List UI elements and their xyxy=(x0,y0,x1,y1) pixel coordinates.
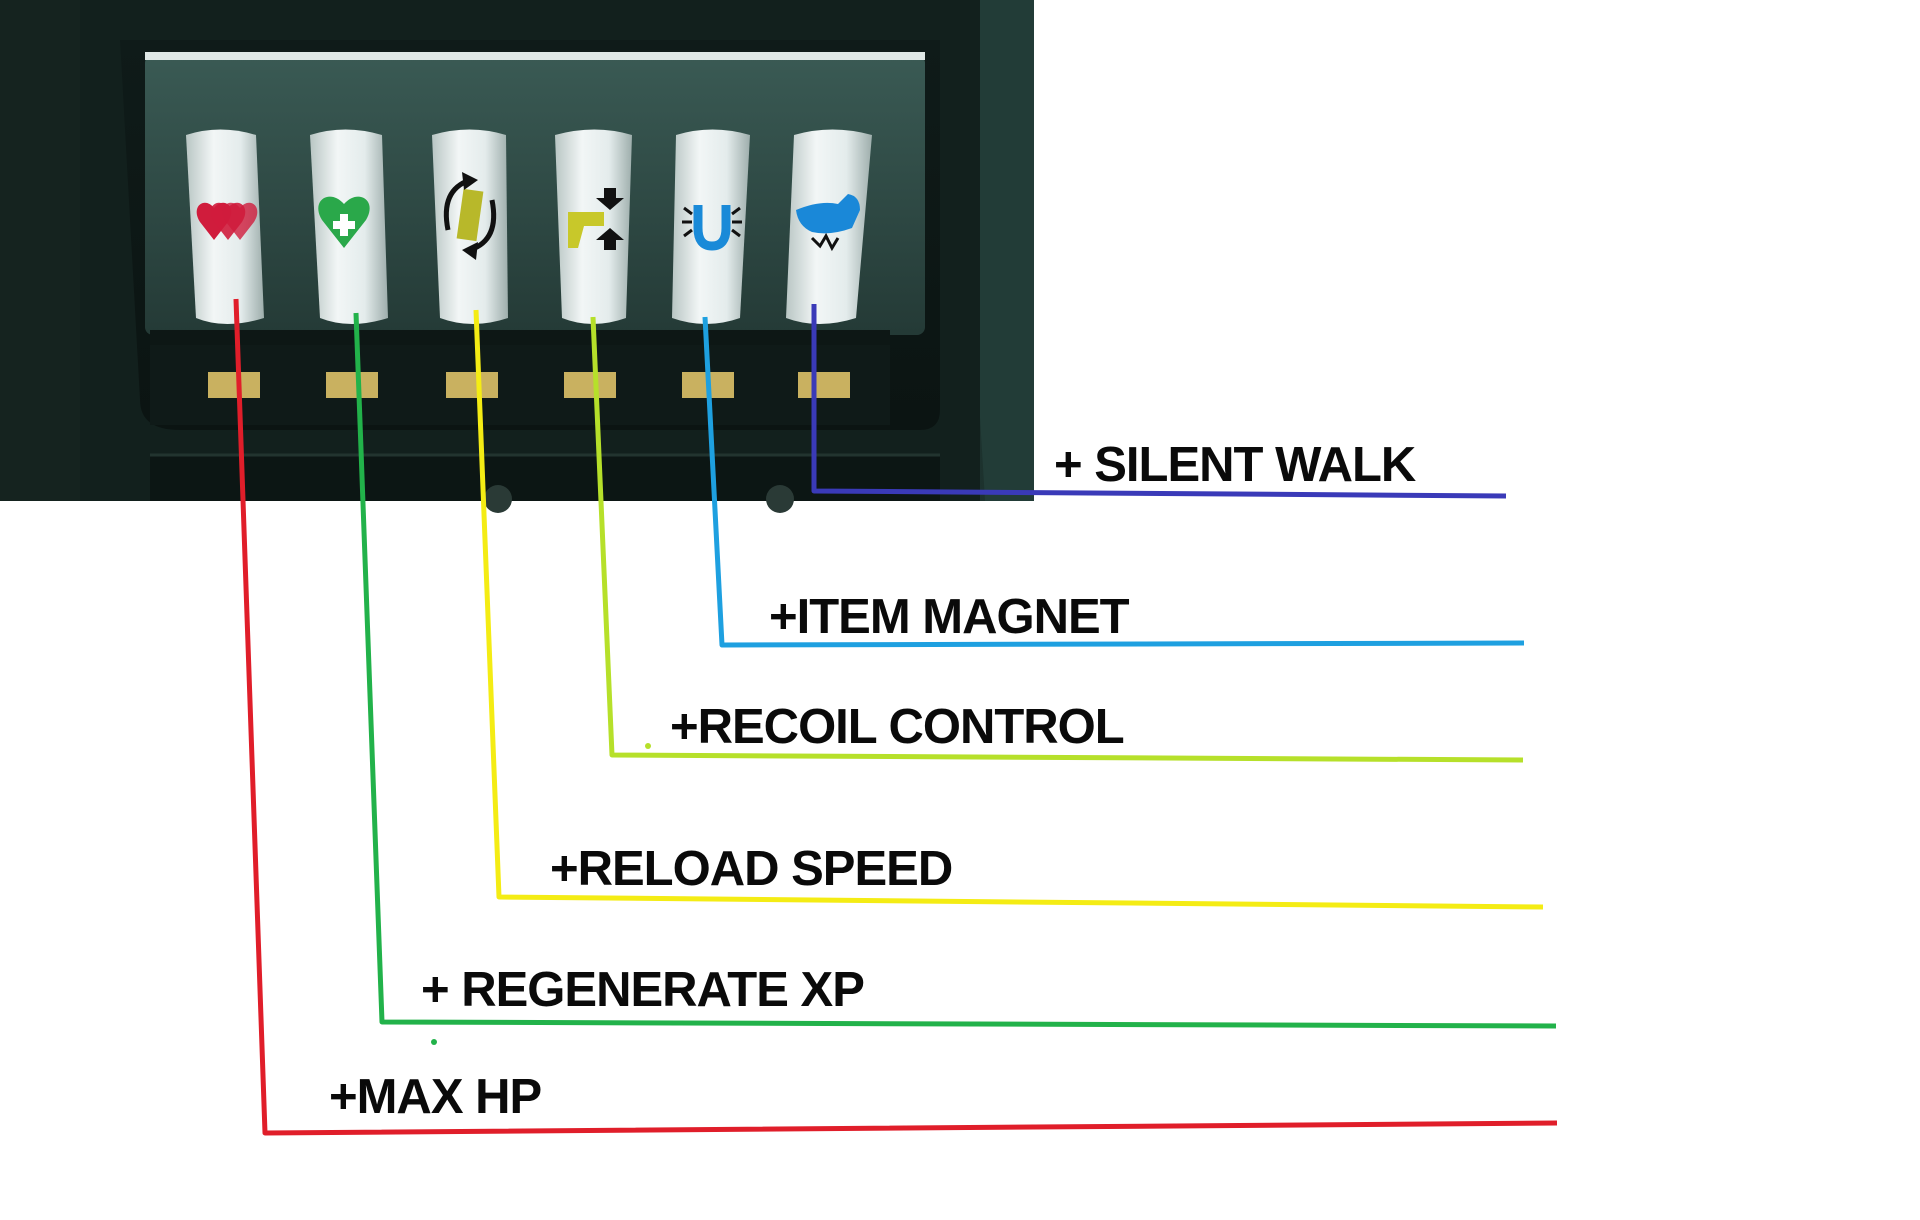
game-screenshot xyxy=(0,0,1034,513)
callout-line-item-magnet xyxy=(702,316,1525,648)
label-silent-walk: + SILENT WALK xyxy=(1054,438,1416,492)
callout-line-regenerate-xp xyxy=(353,312,1557,1029)
can-silent-walk[interactable] xyxy=(786,129,872,325)
callout-line-max-hp xyxy=(233,298,1558,1136)
price-tag xyxy=(798,372,850,398)
label-recoil-control: +RECOIL CONTROL xyxy=(670,700,1124,754)
callout-line-silent-walk xyxy=(811,304,1507,499)
heart-plus-icon xyxy=(318,196,370,248)
label-regenerate-xp: + REGENERATE XP xyxy=(421,963,864,1017)
can-regenerate-xp[interactable] xyxy=(310,129,388,325)
coin-knob-left xyxy=(484,485,512,513)
can-item-magnet[interactable] xyxy=(672,129,750,325)
stray-dot xyxy=(431,1039,437,1045)
triple-hearts-icon xyxy=(196,202,258,240)
can-reload-speed[interactable] xyxy=(432,129,508,325)
lower-panel xyxy=(150,345,890,425)
coin-knob-right xyxy=(766,485,794,513)
can-max-hp[interactable] xyxy=(186,129,264,325)
reload-cycle-icon xyxy=(443,172,497,260)
callout-line-recoil-control xyxy=(590,316,1524,763)
price-tag xyxy=(446,372,498,398)
label-max-hp: +MAX HP xyxy=(329,1070,542,1124)
callout-line-reload-speed xyxy=(473,309,1544,910)
dispenser-area xyxy=(150,455,940,501)
label-reload-speed: +RELOAD SPEED xyxy=(550,842,952,896)
can-recoil-control[interactable] xyxy=(555,129,632,325)
price-tag xyxy=(326,372,378,398)
callout-labels: + SILENT WALK +ITEM MAGNET +RECOIL CONTR… xyxy=(329,438,1417,1124)
window-top-light xyxy=(145,52,925,60)
label-item-magnet: +ITEM MAGNET xyxy=(769,590,1130,644)
callout-lines xyxy=(233,298,1558,1136)
price-tag xyxy=(564,372,616,398)
price-tag xyxy=(208,372,260,398)
pistol-arrows-icon xyxy=(568,188,624,250)
stray-dot xyxy=(645,743,651,749)
magnet-icon xyxy=(682,205,742,251)
shoe-icon xyxy=(796,194,860,252)
